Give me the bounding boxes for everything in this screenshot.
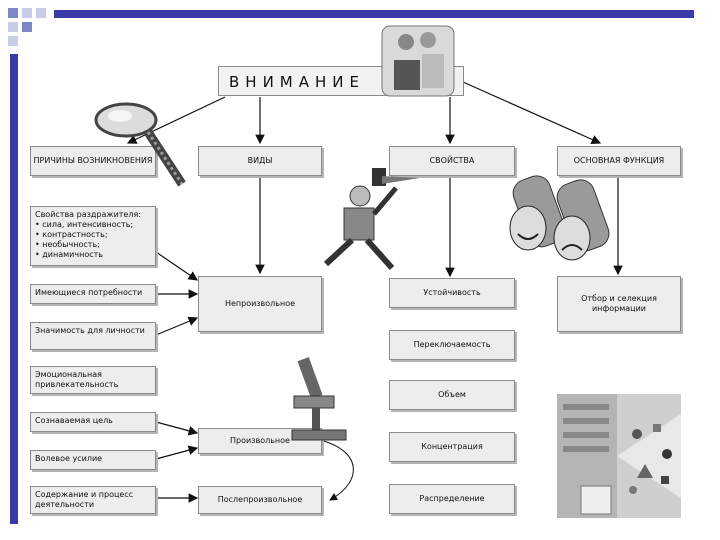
people-clipart-icon	[381, 25, 455, 97]
header-properties: СВОЙСТВА	[389, 146, 515, 176]
cause-emotional-appeal: Эмоциональная привлекательность	[30, 366, 156, 394]
magnifying-glass-icon	[94, 102, 186, 187]
cause-activity-content: Содержание и процесс деятельности	[30, 486, 156, 514]
function-selection: Отбор и селекция информации	[557, 276, 681, 332]
stimulus-item: • динамичность	[35, 250, 103, 259]
cause-needs: Имеющиеся потребности	[30, 284, 156, 304]
property-distribution: Распределение	[389, 484, 515, 514]
property-stability: Устойчивость	[389, 278, 515, 308]
running-man-clipart-icon	[323, 168, 420, 270]
cause-significance: Значимость для личности	[30, 322, 156, 350]
binoculars-masks-icon	[509, 175, 610, 261]
microscope-icon	[291, 357, 347, 441]
header-function: ОСНОВНАЯ ФУНКЦИЯ	[557, 146, 681, 176]
cause-stimulus-properties: Свойства раздражителя: • сила, интенсивн…	[30, 206, 156, 266]
stimulus-item: • необычность;	[35, 240, 100, 249]
header-types: ВИДЫ	[198, 146, 322, 176]
stimulus-item: • сила, интенсивность;	[35, 220, 134, 229]
header-causes: ПРИЧИНЫ ВОЗНИКНОВЕНИЯ	[30, 146, 156, 176]
type-involuntary: Непроизвольное	[198, 276, 322, 332]
property-volume: Объем	[389, 380, 515, 410]
information-selection-image	[557, 394, 681, 518]
property-switchability: Переключаемость	[389, 330, 515, 360]
cause-stimulus-heading: Свойства раздражителя:	[35, 210, 141, 219]
property-concentration: Концентрация	[389, 432, 515, 462]
cause-conscious-goal: Сознаваемая цель	[30, 412, 156, 432]
cause-volitional-effort: Волевое усилие	[30, 450, 156, 470]
type-post-voluntary: Послепроизвольное	[198, 486, 322, 514]
stimulus-item: • контрастность;	[35, 230, 108, 239]
